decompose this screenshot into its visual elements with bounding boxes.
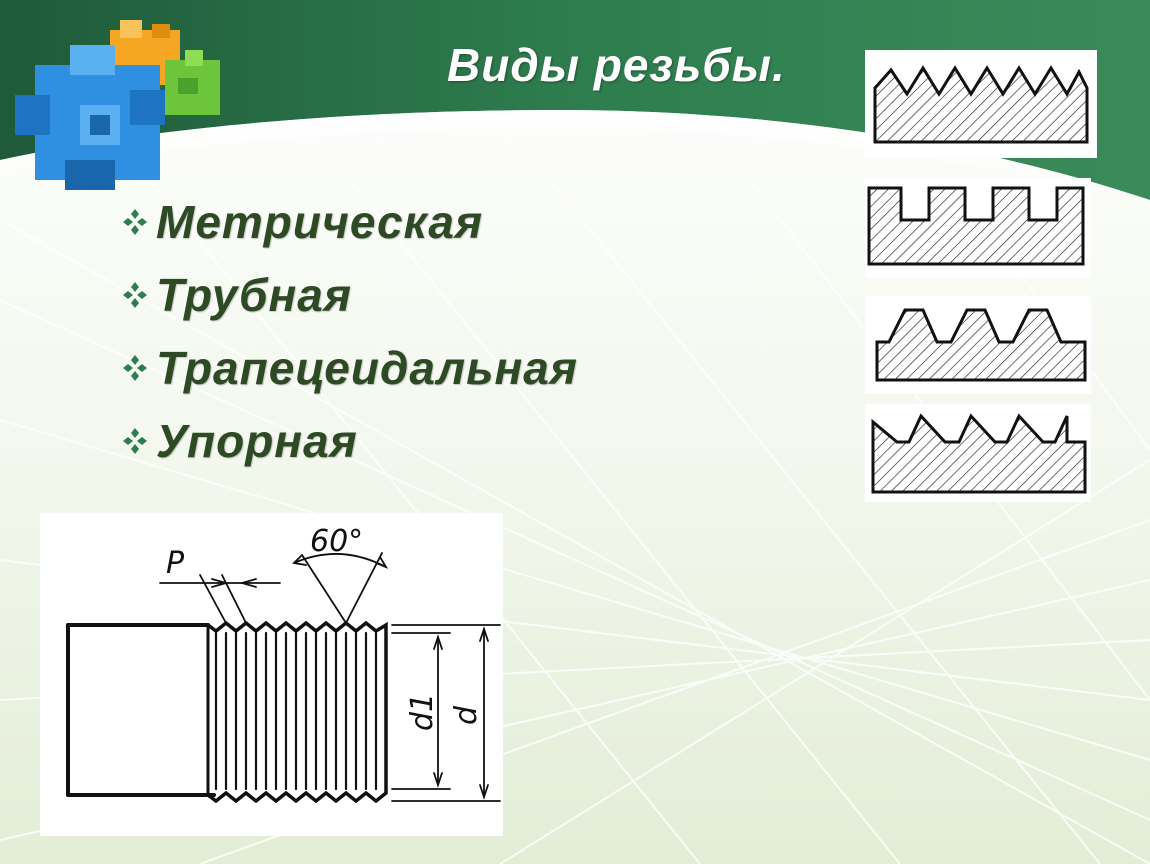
angle-label: 60° <box>310 524 363 559</box>
list-item: Метрическая <box>118 185 578 258</box>
header-band <box>0 0 1150 210</box>
bullet-label: Упорная <box>156 414 358 467</box>
pipe-thread-profile <box>865 178 1091 278</box>
metric-thread-profile <box>865 50 1097 158</box>
four-diamond-bullet-icon <box>123 208 147 235</box>
list-item: Трубная <box>118 258 578 331</box>
four-diamond-bullet-icon <box>123 427 147 454</box>
four-diamond-bullet-icon <box>123 354 147 381</box>
slide-title: Виды резьбы. <box>447 39 786 91</box>
four-diamond-bullet-icon <box>123 281 147 308</box>
bullet-label: Трапецеидальная <box>156 341 578 394</box>
buttress-thread-profile <box>865 404 1091 502</box>
list-item: Трапецеидальная <box>118 331 578 404</box>
minor-diameter-label: d1 <box>405 693 440 731</box>
bullet-label: Трубная <box>156 268 352 321</box>
list-item: Упорная <box>118 404 578 477</box>
pitch-label: P <box>166 546 185 581</box>
threaded-rod-drawing: P 60° d1 d <box>40 513 503 836</box>
cubes-logo <box>15 20 220 190</box>
bullet-label: Метрическая <box>156 195 484 248</box>
thread-types-list: Метрическая Трубная Трапецеидальная Упор… <box>118 185 578 477</box>
major-diameter-label: d <box>449 705 484 725</box>
trapezoidal-thread-profile <box>865 296 1091 394</box>
